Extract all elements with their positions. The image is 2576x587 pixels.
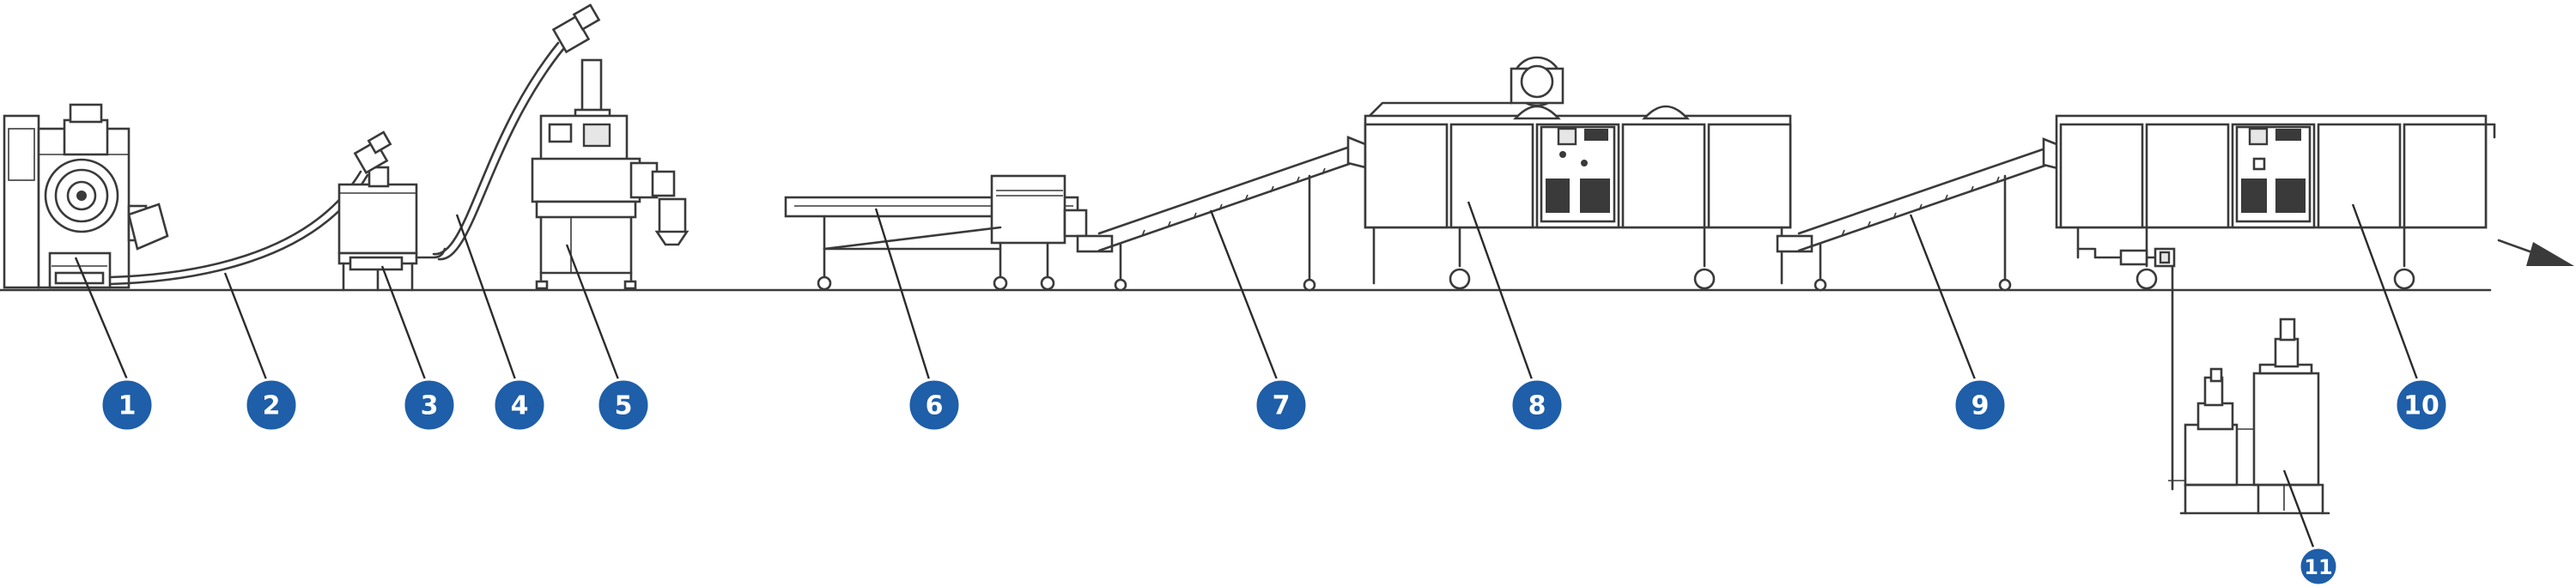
callout-badges: 1 2 3 4 5 6 7 8 (100, 378, 2449, 587)
badge-label: 11 (2304, 555, 2332, 579)
callout-2: 2 (244, 378, 299, 433)
callout-6: 6 (907, 378, 962, 433)
badge-circle (907, 378, 962, 433)
machine-10-tunnel (2055, 114, 2496, 290)
badge-label: 9 (1971, 391, 1990, 421)
machine-6-table (784, 174, 1088, 291)
callout-4: 4 (492, 378, 547, 433)
badge-circle (596, 378, 651, 433)
machine-11-tanks (2168, 264, 2330, 515)
machine-1-extruder (3, 103, 169, 289)
callout-9: 9 (1953, 378, 2008, 433)
badge-label: 6 (926, 391, 944, 421)
badge-circle (2394, 378, 2449, 433)
badge-label: 3 (421, 391, 439, 421)
callout-3: 3 (402, 378, 457, 433)
badge-label: 10 (2403, 391, 2439, 421)
machine-4-hose (432, 41, 566, 261)
machine-5-filler (531, 3, 690, 290)
badge-circle (1953, 378, 2008, 433)
badge-label: 4 (511, 391, 529, 421)
machine-7-conveyor (1076, 136, 1367, 292)
machine-3-tank (337, 130, 447, 292)
callout-7: 7 (1254, 378, 1309, 433)
badge-circle (402, 378, 457, 433)
badge-label: 1 (118, 391, 137, 421)
badge-circle (492, 378, 547, 433)
callout-5: 5 (596, 378, 651, 433)
arrow-right-icon (2497, 239, 2574, 266)
callout-11: 11 (2298, 546, 2339, 587)
machine-9-conveyor (1776, 137, 2063, 292)
badge-label: 8 (1528, 391, 1546, 421)
badge-circle (244, 378, 299, 433)
badge-circle (1254, 378, 1309, 433)
badge-label: 2 (263, 391, 281, 421)
callout-10: 10 (2394, 378, 2449, 433)
leader-lines (74, 201, 2419, 550)
callout-1: 1 (100, 378, 155, 433)
badge-label: 5 (615, 391, 633, 421)
badge-circle (1510, 378, 1564, 433)
badge-circle (2298, 546, 2339, 587)
badge-label: 7 (1273, 391, 1291, 421)
machine-8-dryer (1364, 56, 1792, 290)
callout-8: 8 (1510, 378, 1564, 433)
badge-circle (100, 378, 155, 433)
